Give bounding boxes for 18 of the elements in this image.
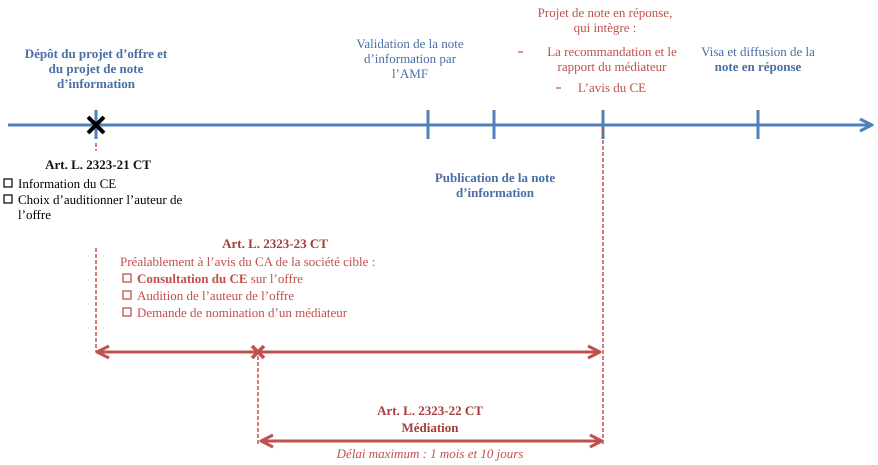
article-heading: Art. L. 2323-21 CT <box>44 157 152 172</box>
list-item: Choix d’auditionner l’auteur de l’offre <box>18 192 184 222</box>
list-item: Consultation du CE sur l’offre <box>137 271 304 286</box>
note-text: Délai maximum : 1 mois et 10 jours <box>336 446 524 461</box>
milestone-label: Validation de la note d’information par l’AMF <box>355 36 465 81</box>
annotation-text: Préalablement à l’avis du CA de la société cible : <box>120 254 376 269</box>
list-item: Information du CE <box>18 176 118 191</box>
milestone-label: Publication de la note d’information <box>434 170 556 200</box>
milestone-label: Dépôt du projet d’offre et du projet de note d’information <box>24 46 168 91</box>
list-item: Audition de l’auteur de l’offre <box>137 288 296 303</box>
milestone-label: Visa et diffusion de la note en réponse <box>700 44 816 74</box>
article-heading: Médiation <box>400 420 460 435</box>
list-item: La recommandation et le rapport du médiateur <box>546 44 678 74</box>
article-heading: Art. L. 2323-22 CT <box>376 403 484 418</box>
article-heading: Art. L. 2323-23 CT <box>221 236 329 251</box>
list-item: L’avis du CE <box>576 80 648 95</box>
annotation-text: Projet de note en réponse, qui intègre : <box>536 5 674 35</box>
list-item: Demande de nomination d’un médiateur <box>137 305 348 320</box>
